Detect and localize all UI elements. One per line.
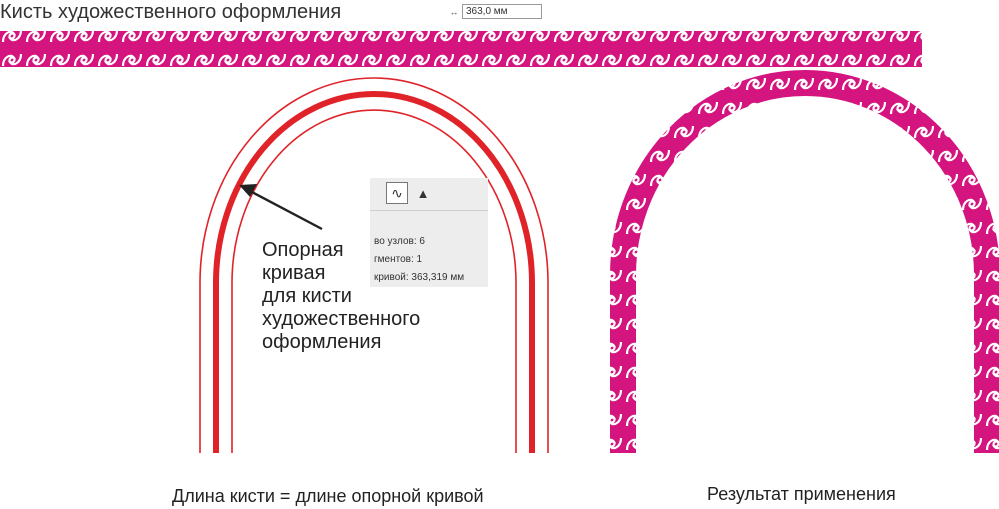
caption-line: художественного (262, 308, 421, 330)
brush-width-field[interactable]: ↔ 363,0 мм (446, 4, 542, 19)
result-label: Результат применения (707, 484, 896, 504)
outer-thin-curve (199, 77, 549, 453)
inner-thin-curve (231, 109, 517, 453)
properties-list: во узлов: 6 гментов: 1 кривой: 363,319 м… (374, 233, 464, 287)
pointer-arrow (249, 189, 323, 231)
reference-curve[interactable] (213, 91, 535, 453)
arrow-head (239, 184, 257, 197)
horizontal-width-icon: ↔ (449, 6, 459, 17)
caption-line: для кисти (262, 285, 352, 307)
caption-line: Опорная (262, 239, 344, 261)
length-equality-label: Длина кисти = длине опорной кривой (172, 486, 484, 506)
curve-icon[interactable]: ∿ (386, 182, 408, 204)
width-input[interactable]: 363,0 мм (462, 4, 542, 19)
reference-curve-caption: Опорная кривая для кисти художественного… (262, 239, 420, 354)
curve-properties-panel: ∿ ▲ во узлов: 6 гментов: 1 кривой: 363,3… (370, 178, 488, 287)
caption-line: оформления (262, 331, 382, 353)
curve-length: кривой: 363,319 мм (374, 272, 465, 283)
properties-toolbar: ∿ ▲ (370, 178, 488, 211)
image-icon[interactable]: ▲ (416, 185, 430, 201)
caption-line: кривая (262, 262, 326, 284)
nodes-count: во узлов: 6 (374, 236, 425, 247)
page-title: Кисть художественного оформления (0, 1, 342, 23)
segments-count: гментов: 1 (374, 254, 423, 265)
ornament-strip-pattern (0, 31, 922, 67)
result-ornament-arch (610, 70, 999, 453)
